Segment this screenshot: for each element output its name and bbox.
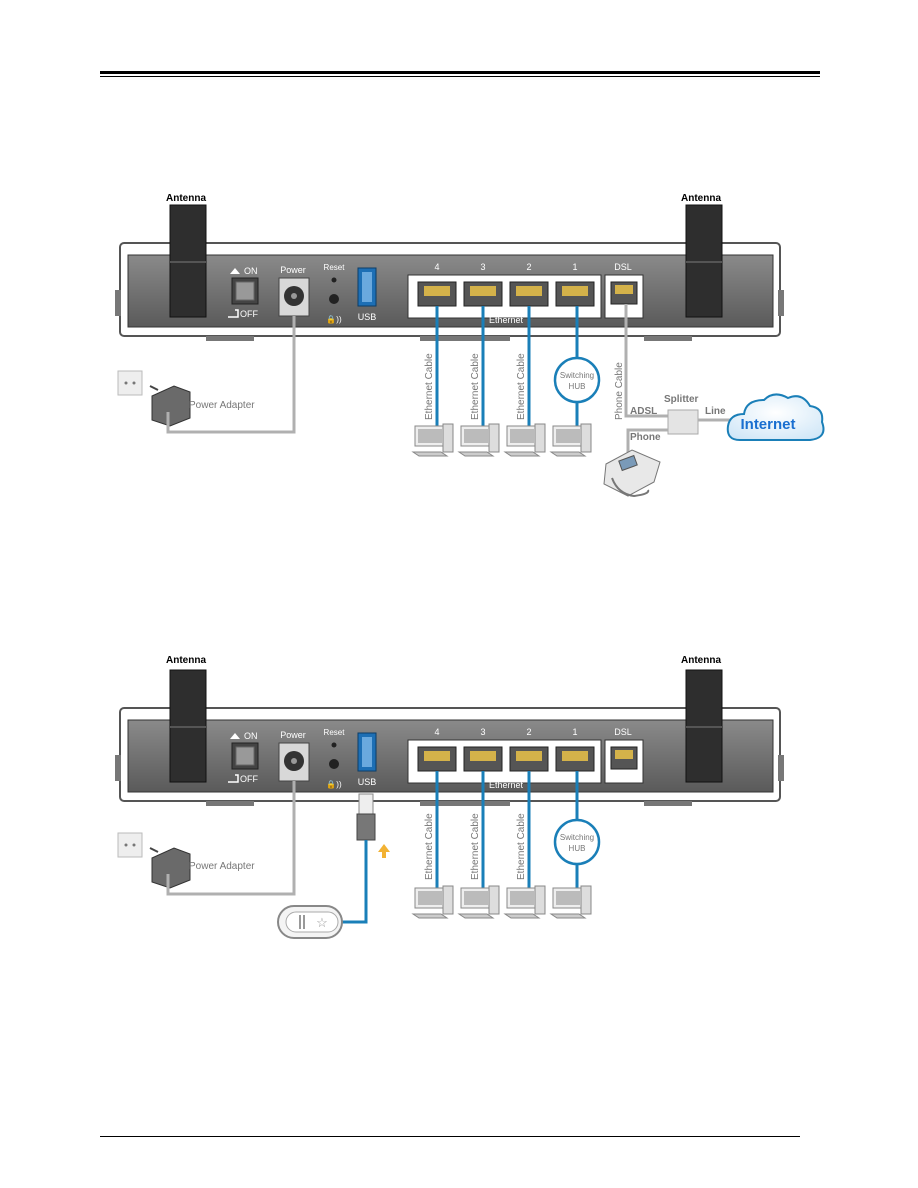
- router-foot: [644, 801, 692, 806]
- usb-storage-device-icon: ☆: [277, 905, 343, 939]
- ethernet-cable-label-4: Ethernet Cable: [424, 353, 435, 420]
- switching-hub-label-1: Switching: [560, 833, 594, 842]
- diagram-usb-setup: Antenna Antenna ON OFF Power Reset 🔒)) U…: [115, 655, 784, 939]
- reset-label: Reset: [324, 263, 346, 272]
- port-label-4: 4: [434, 727, 439, 737]
- router-foot: [644, 336, 692, 341]
- off-indicator-icon: [228, 774, 239, 783]
- ethernet-label: Ethernet: [489, 780, 524, 790]
- wps-icon: 🔒)): [326, 780, 342, 789]
- pc-icons: [411, 885, 592, 919]
- adsl-label: ADSL: [630, 406, 657, 417]
- switching-hub: [553, 818, 601, 866]
- antenna-left-label: Antenna: [166, 193, 206, 204]
- wps-button: [329, 294, 339, 304]
- port-label-1: 1: [572, 727, 577, 737]
- antenna-left-label: Antenna: [166, 655, 206, 666]
- wps-button: [329, 759, 339, 769]
- reset-button: [331, 277, 337, 283]
- on-indicator-icon: [230, 268, 240, 274]
- router-foot: [206, 801, 254, 806]
- phone-label: Phone: [630, 432, 661, 443]
- splitter-label: Splitter: [664, 394, 699, 405]
- splitter: [667, 409, 699, 435]
- ethernet-ports: [417, 281, 595, 307]
- phone-line-cable: [626, 428, 668, 454]
- port-label-2: 2: [526, 727, 531, 737]
- switch-off-label: OFF: [240, 309, 258, 319]
- power-adapter-icon: [151, 385, 191, 427]
- reset-label: Reset: [324, 728, 346, 737]
- header-rule-thin: [100, 76, 820, 77]
- pc-icons: [411, 423, 592, 457]
- diagram-adsl-setup: Antenna Antenna ON OFF Power Reset 🔒)) U…: [115, 193, 825, 498]
- router-foot: [420, 336, 510, 341]
- router-foot: [420, 801, 510, 806]
- telephone-icon: [603, 449, 661, 498]
- switch-on-label: ON: [244, 266, 258, 276]
- wall-outlet-icon: [117, 832, 143, 858]
- off-indicator-icon: [228, 309, 239, 318]
- phone-cable-label: Phone Cable: [614, 362, 625, 420]
- usb-plug-icon: [342, 793, 376, 924]
- ethernet-cables: [435, 306, 579, 428]
- on-indicator-icon: [230, 733, 240, 739]
- ethernet-cable-label-4: Ethernet Cable: [424, 813, 435, 880]
- usb-label: USB: [358, 777, 377, 787]
- port-label-2: 2: [526, 262, 531, 272]
- port-label-3: 3: [480, 727, 485, 737]
- dsl-label: DSL: [614, 727, 632, 737]
- power-adapter-label: Power Adapter: [189, 861, 255, 872]
- footer-rule: [100, 1136, 800, 1137]
- switching-hub-label-2: HUB: [569, 382, 586, 391]
- switch-on-label: ON: [244, 731, 258, 741]
- wall-outlet-icon: [117, 370, 143, 396]
- antenna-right-label: Antenna: [681, 193, 721, 204]
- internet-label: Internet: [740, 416, 795, 433]
- port-label-1: 1: [572, 262, 577, 272]
- switch-off-label: OFF: [240, 774, 258, 784]
- switching-hub: [553, 356, 601, 404]
- svg-text:☆: ☆: [316, 915, 328, 930]
- power-adapter-label: Power Adapter: [189, 400, 255, 411]
- internet-cloud-icon: Internet: [726, 393, 825, 441]
- ethernet-cable-label-2: Ethernet Cable: [516, 813, 527, 880]
- power-label: Power: [280, 265, 306, 275]
- switching-hub-label-2: HUB: [569, 844, 586, 853]
- power-adapter-icon: [151, 847, 191, 889]
- port-label-4: 4: [434, 262, 439, 272]
- ethernet-cable-label-3: Ethernet Cable: [470, 353, 481, 420]
- wps-icon: 🔒)): [326, 315, 342, 324]
- header-rule: [100, 71, 820, 74]
- power-label: Power: [280, 730, 306, 740]
- line-label: Line: [705, 406, 726, 417]
- power-cable: [166, 316, 296, 434]
- power-cable: [166, 781, 296, 896]
- antenna-right-label: Antenna: [681, 655, 721, 666]
- insert-arrow-icon: [378, 844, 390, 858]
- ethernet-cable-label-2: Ethernet Cable: [516, 353, 527, 420]
- dsl-label: DSL: [614, 262, 632, 272]
- switching-hub-label-1: Switching: [560, 371, 594, 380]
- ethernet-label: Ethernet: [489, 315, 524, 325]
- ethernet-ports: [417, 746, 595, 772]
- port-label-3: 3: [480, 262, 485, 272]
- ethernet-cables: [435, 771, 579, 888]
- router-foot: [206, 336, 254, 341]
- ethernet-cable-label-3: Ethernet Cable: [470, 813, 481, 880]
- reset-button: [331, 742, 337, 748]
- usb-label: USB: [358, 312, 377, 322]
- phone-cable: [624, 304, 668, 418]
